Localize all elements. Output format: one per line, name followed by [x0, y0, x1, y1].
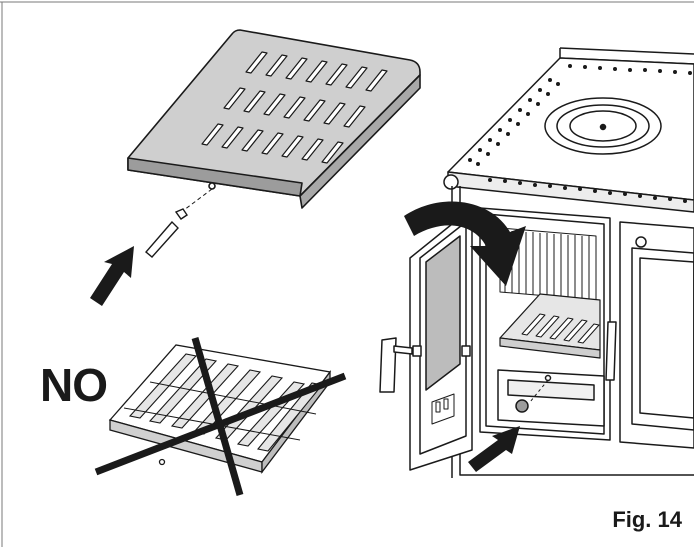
push-arrow-icon [90, 246, 134, 306]
hot-plate-rings [544, 97, 662, 155]
door-vent [431, 393, 455, 425]
firebox-grate [499, 293, 601, 359]
grate-slots [201, 51, 388, 164]
wrong-grate-bars [128, 353, 324, 452]
stove-vent-dots [468, 64, 692, 203]
cross-out-icon [94, 337, 347, 496]
no-label: NO [40, 359, 108, 411]
wrong-grate [108, 344, 332, 474]
push-arrow-icon-right [468, 426, 520, 472]
stove [379, 47, 694, 478]
firebox-liner [499, 227, 597, 301]
grate-plate [127, 29, 421, 209]
figure-caption: Fig. 14 [612, 507, 682, 532]
curved-arrow-icon [404, 201, 526, 286]
grate-pin [145, 188, 213, 258]
